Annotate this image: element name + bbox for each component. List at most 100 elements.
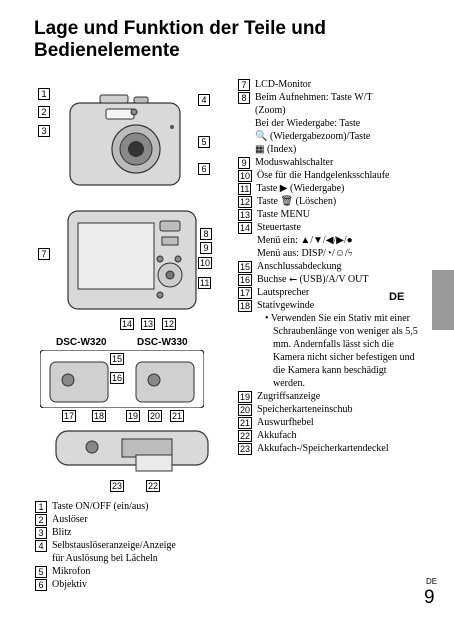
callout-16: 16	[110, 372, 125, 384]
part-text: für Auslösung bei Lächeln	[52, 553, 158, 564]
part-number: 2	[35, 514, 47, 526]
page-title-line-1: Lage und Funktion der Teile und	[34, 18, 327, 39]
part-item-16: 16 Buchse ⭠ (USB)/A/V OUT	[238, 273, 418, 286]
part-item-12: 12 Taste 🗑 (Löschen)	[238, 195, 418, 208]
camera-front-illustration	[69, 94, 181, 186]
part-text: Buchse ⭠ (USB)/A/V OUT	[257, 274, 369, 285]
part-text: Akkufach-/Speicherkartendeckel	[257, 443, 389, 454]
part-text: Taste 🗑 (Löschen)	[257, 196, 337, 207]
part-text: Auslöser	[52, 514, 88, 525]
part-text: (Zoom)	[255, 105, 286, 116]
part-text: Mikrofon	[52, 566, 91, 577]
part-text: Akkufach	[257, 430, 297, 441]
page-title-line-2: Bedienelemente	[34, 40, 180, 61]
part-number: 11	[238, 183, 252, 195]
part-text: ▦ (Index)	[255, 144, 297, 155]
part-item-2: 2 Auslöser	[35, 513, 235, 526]
model-label-w320: DSC-W320	[56, 337, 107, 348]
callout-20: 20	[148, 410, 163, 422]
part-item-7: 7 LCD-Monitor	[238, 78, 418, 91]
part-item-11: 11 Taste ▶ (Wiedergabe)	[238, 182, 418, 195]
callout-8: 8	[200, 228, 212, 240]
part-note: • Verwenden Sie ein Stativ mit einer Sch…	[265, 313, 418, 389]
part-number: 14	[238, 222, 253, 234]
callout-15: 15	[110, 353, 125, 365]
part-text: Steuertaste	[257, 222, 301, 233]
callout-1: 1	[38, 88, 50, 100]
part-number: 15	[238, 261, 253, 273]
part-number: 3	[35, 527, 47, 539]
callout-18: 18	[92, 410, 107, 422]
part-number: 20	[238, 404, 253, 416]
callout-10: 10	[198, 257, 213, 269]
callout-4: 4	[198, 94, 210, 106]
callout-13: 13	[141, 318, 156, 330]
part-item-18: 18 Stativgewinde • Verwenden Sie ein Sta…	[238, 299, 418, 390]
callout-9: 9	[200, 242, 212, 254]
page-number: 9	[424, 587, 435, 608]
part-text: Menü ein: ▲/▼/◀/▶/●	[257, 235, 353, 246]
callout-23: 23	[110, 480, 125, 492]
part-text: Taste ON/OFF (ein/aus)	[52, 501, 149, 512]
part-number: 12	[238, 196, 253, 208]
callout-14: 14	[120, 318, 135, 330]
part-number: 5	[35, 566, 47, 578]
part-number: 23	[238, 443, 253, 455]
callout-2: 2	[38, 106, 50, 118]
language-side-label: DE	[389, 291, 405, 303]
callout-3: 3	[38, 125, 50, 137]
part-number: 18	[238, 300, 253, 312]
part-item-14: 14 Steuertaste Menü ein: ▲/▼/◀/▶/● Menü …	[238, 221, 418, 260]
callout-21: 21	[170, 410, 185, 422]
callout-17: 17	[62, 410, 77, 422]
part-number: 7	[238, 79, 250, 91]
part-number: 22	[238, 430, 253, 442]
part-item-3: 3 Blitz	[35, 526, 235, 539]
part-number: 13	[238, 209, 253, 221]
callout-7: 7	[38, 248, 50, 260]
part-number: 4	[35, 540, 47, 552]
part-number: 1	[35, 501, 47, 513]
callout-5: 5	[198, 136, 210, 148]
part-item-8: 8 Beim Aufnehmen: Taste W/T (Zoom) Bei d…	[238, 91, 418, 156]
footer-language: DE	[426, 577, 438, 586]
parts-list-right: 7 LCD-Monitor 8 Beim Aufnehmen: Taste W/T…	[238, 78, 418, 455]
part-number: 19	[238, 391, 253, 403]
part-text: Moduswahlschalter	[255, 157, 334, 168]
model-label-w330: DSC-W330	[137, 337, 188, 348]
part-item-21: 21 Auswurfhebel	[238, 416, 418, 429]
part-text: Auswurfhebel	[257, 417, 314, 428]
callout-11: 11	[198, 277, 212, 289]
part-text: Selbstauslöseranzeige/Anzeige	[52, 540, 176, 551]
page-title: Lage und Funktion der Teile und Bedienel…	[34, 18, 364, 62]
part-number: 6	[35, 579, 47, 591]
callout-12: 12	[162, 318, 177, 330]
language-side-tab	[432, 270, 454, 330]
parts-list-left: 1 Taste ON/OFF (ein/aus) 2 Auslöser 3 Blitz…	[35, 500, 235, 591]
part-text: Taste ▶ (Wiedergabe)	[256, 183, 345, 194]
part-text: Blitz	[52, 527, 72, 538]
callout-22: 22	[146, 480, 161, 492]
part-text: 🔍 (Wiedergabezoom)/Taste	[255, 131, 371, 142]
camera-back-illustration	[67, 210, 197, 310]
part-number: 17	[238, 287, 253, 299]
part-item-5: 5 Mikrofon	[35, 565, 235, 578]
callout-6: 6	[198, 163, 210, 175]
part-item-4: 4 Selbstauslöseranzeige/Anzeige für Ausl…	[35, 539, 235, 565]
part-number: 16	[238, 274, 253, 286]
part-item-22: 22 Akkufach	[238, 429, 418, 442]
part-item-23: 23 Akkufach-/Speicherkartendeckel	[238, 442, 418, 455]
part-text: Öse für die Handgelenksschlaufe	[257, 170, 390, 181]
part-text: LCD-Monitor	[255, 79, 312, 90]
part-text: Stativgewinde	[257, 300, 315, 311]
part-text: Menü aus: DISP/◔/☺/ϟ	[257, 248, 353, 259]
part-number: 21	[238, 417, 253, 429]
